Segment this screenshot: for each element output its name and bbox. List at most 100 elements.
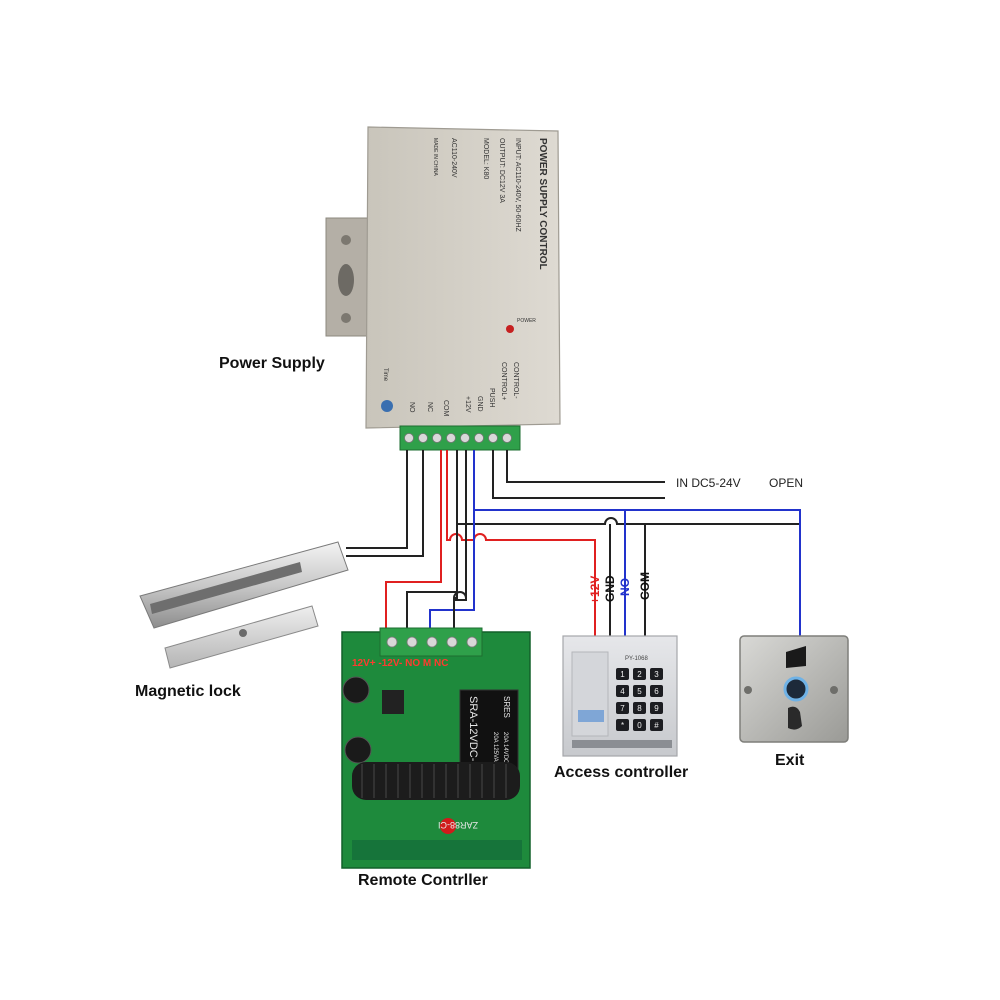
- learn-button: [440, 818, 456, 834]
- access-controller-wire-labels: +12V GND NO COM: [588, 572, 652, 604]
- wire-lock-nc: [346, 450, 424, 557]
- keypad-key-cap: [616, 685, 629, 697]
- magnetic-lock-groove: [150, 562, 302, 614]
- keypad-key-label: 7: [620, 704, 625, 713]
- remote-controller-device: 12V+ -12V- NO M NC SRA-12VDC-CL SRES 20A…: [341, 627, 531, 869]
- origin-text: MADE IN CHINA: [432, 138, 438, 176]
- wire-label-12v: +12V: [588, 576, 602, 604]
- keypad-key-cap: [633, 685, 646, 697]
- keypad-key-label: *: [621, 721, 624, 730]
- keypad-model: PY-1068: [625, 656, 648, 662]
- terminal-label: +12V: [464, 396, 471, 413]
- access-controller-label: Access controller: [554, 764, 688, 781]
- wire-access-12v: [446, 450, 596, 636]
- keypad-key: 9: [650, 702, 663, 714]
- keypad-key: 6: [650, 685, 663, 697]
- keypad-key-label: #: [654, 721, 659, 730]
- door-icon: [786, 646, 806, 668]
- push-hand-icon: [788, 706, 802, 730]
- keypad-key-cap: [633, 668, 646, 680]
- keypad-key: *: [616, 719, 629, 731]
- wire-label-gnd: GND: [603, 575, 617, 602]
- power-supply-label: Power Supply: [219, 355, 325, 372]
- brand-title: POWER SUPPLY CONTROL: [537, 138, 548, 270]
- keypad-key: 0: [633, 719, 646, 731]
- antenna-coil: [352, 762, 520, 800]
- relay-spec-1: 20A 14VDC: [502, 732, 508, 764]
- wire-label-no: NO: [618, 578, 632, 596]
- remote-terminal-text: 12V+ -12V- NO M NC: [352, 658, 448, 669]
- wire-label-com: COM: [638, 572, 652, 600]
- power-supply-label-block: POWER SUPPLY CONTROL INPUT: AC110-240V, …: [432, 138, 548, 270]
- exit-label: Exit: [775, 752, 805, 769]
- keypad-key: 1: [616, 668, 629, 680]
- terminal-label: CONTROL+: [500, 362, 507, 400]
- wire-remote-com: [453, 450, 467, 630]
- keypad-key: #: [650, 719, 663, 731]
- keypad-key-label: 8: [637, 704, 642, 713]
- keypad-base-strip: [572, 740, 672, 748]
- keypad-key-cap: [616, 702, 629, 714]
- keypad-key-cap: [633, 702, 646, 714]
- power-supply-case: [365, 126, 561, 429]
- crystal-text: ZAR88-CI: [438, 820, 478, 830]
- card-icon: [578, 710, 604, 722]
- model-spec: MODEL: K80: [482, 138, 489, 179]
- brand-logo-icon: [381, 400, 393, 412]
- keypad-key-cap: [616, 719, 629, 731]
- input-spec: INPUT: AC110-240V, 50-60HZ: [514, 138, 521, 232]
- remote-controller-label: Remote Contrller: [358, 872, 488, 889]
- keypad-key-cap: [616, 668, 629, 680]
- magnetic-lock-label: Magnetic lock: [135, 683, 241, 700]
- terminal-label: NC: [426, 402, 433, 412]
- relay-spec-2: 20A 125VAC: [492, 732, 498, 767]
- relay-model-text: SRA-12VDC-CL: [467, 696, 479, 775]
- keypad-key-label: 1: [620, 670, 625, 679]
- keypad-key: 8: [633, 702, 646, 714]
- keyhole-slot: [338, 264, 354, 296]
- wire-remote-12v: [385, 450, 442, 630]
- keypad-key-label: 6: [654, 687, 659, 696]
- magnetic-lock-device: [139, 541, 349, 669]
- terminal-label: GND: [476, 396, 483, 412]
- relay: SRA-12VDC-CL SRES 20A 14VDC 20A 125VAC: [459, 689, 519, 781]
- keypad-key-label: 3: [654, 670, 659, 679]
- exit-button-device: [739, 635, 849, 743]
- wire-gnd-bus: [456, 450, 801, 636]
- keypad-key-cap: [650, 668, 663, 680]
- terminal-label: PUSH: [488, 388, 495, 407]
- terminal-label: CONTROL-: [512, 362, 519, 399]
- power-led-label: POWER: [517, 318, 536, 324]
- wiring: [346, 450, 801, 636]
- pcb-bottom-traces: [352, 840, 522, 860]
- armature-screw: [239, 629, 247, 637]
- regulator-chip: [382, 690, 404, 714]
- keypad-key: 5: [633, 685, 646, 697]
- keypad-key: 4: [616, 685, 629, 697]
- power-led: [506, 325, 514, 333]
- relay-brand-text: SRES: [502, 696, 511, 718]
- keypad-key-label: 0: [637, 721, 642, 730]
- keypad-key-label: 2: [637, 670, 642, 679]
- keypad-key: 2: [633, 668, 646, 680]
- in-dc-label: IN DC5-24V: [676, 476, 741, 490]
- keypad-key: 7: [616, 702, 629, 714]
- keypad-key-label: 5: [637, 687, 642, 696]
- keypad-key-cap: [650, 702, 663, 714]
- wire-push-bus: [473, 450, 801, 636]
- open-label: OPEN: [769, 476, 803, 490]
- keypad-key-cap: [633, 719, 646, 731]
- mounting-bracket: [325, 217, 373, 337]
- power-supply-device: POWER SUPPLY CONTROL INPUT: AC110-240V, …: [325, 126, 561, 451]
- terminal-label: NO: [408, 402, 415, 413]
- exit-push-button: [783, 676, 809, 702]
- keypad-key-label: 9: [654, 704, 659, 713]
- capacitor-2: [344, 736, 372, 764]
- capacitor-1: [342, 676, 370, 704]
- wire-remote-push: [429, 510, 475, 630]
- wire-control-minus: [506, 450, 665, 483]
- wire-lock-no: [346, 450, 408, 549]
